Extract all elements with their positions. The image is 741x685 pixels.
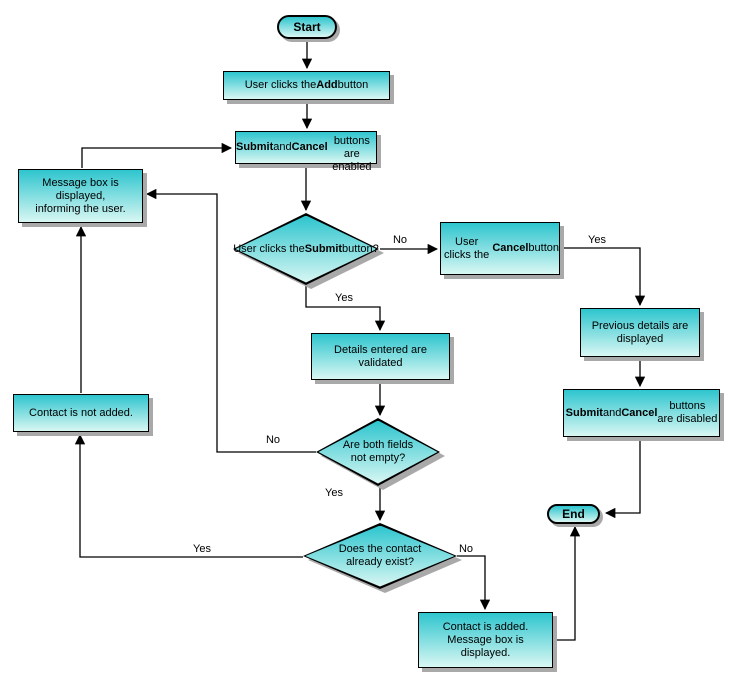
edge-submitq-yes-to-validated: [305, 285, 386, 332]
edge-label-submit-no: No: [392, 234, 408, 246]
node-submit-question-label: User clicks the Submit button?: [233, 242, 379, 255]
edge-disabled-to-end: [604, 438, 641, 519]
edge-label-exist-yes: Yes: [193, 543, 211, 555]
edge-cancel-yes-to-previous: [561, 247, 646, 307]
node-message-box-displayed: Message box is displayed, informing the …: [18, 169, 143, 223]
edge-label-exist-no: No: [458, 543, 474, 555]
node-end: End: [547, 504, 600, 524]
node-fields-empty-question: Are both fields not empty?: [316, 418, 445, 490]
node-contact-added: Contact is added. Message box is display…: [418, 612, 553, 668]
edge-messagebox-to-enabled: [81, 142, 233, 168]
edge-fieldsq-no-to-messagebox: [145, 188, 316, 453]
node-previous-details: Previous details are displayed: [580, 308, 700, 357]
node-contact-exists-question: Does the contact already exist?: [303, 523, 462, 593]
edge-label-submit-yes: Yes: [335, 292, 353, 304]
edge-existq-yes-to-notadded: [74, 433, 303, 558]
edge-label-fields-yes: Yes: [325, 487, 343, 499]
edge-existq-no-to-added: [457, 555, 491, 611]
edge-label-fields-no: No: [265, 434, 281, 446]
node-contact-not-added: Contact is not added.: [13, 394, 149, 432]
node-contact-exists-question-label: Does the contact already exist?: [338, 543, 422, 568]
edge-label-cancel-yes: Yes: [588, 234, 606, 246]
edge-added-to-end: [554, 525, 581, 641]
node-submit-question: User clicks the Submit button?: [233, 213, 384, 289]
node-buttons-enabled: Submit and Cancel buttons are enabled: [235, 131, 377, 173]
node-user-clicks-add: User clicks the Add button: [223, 71, 390, 100]
node-details-validated: Details entered are validated: [311, 333, 450, 380]
node-user-clicks-cancel: User clicks the Cancel button: [440, 222, 560, 275]
node-buttons-disabled: Submit and Cancel buttons are disabled: [563, 389, 720, 437]
node-start: Start: [277, 15, 337, 39]
node-fields-empty-question-label: Are both fields not empty?: [342, 439, 414, 464]
